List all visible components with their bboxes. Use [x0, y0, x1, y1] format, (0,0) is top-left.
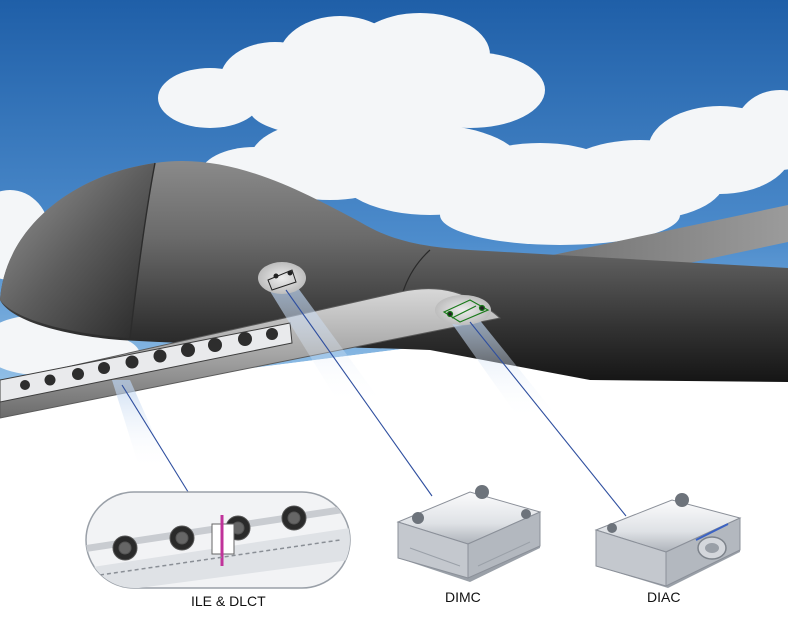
beam-ile	[112, 380, 170, 470]
leader-lines	[121, 289, 627, 517]
wing-ile-components	[20, 328, 278, 390]
diac-location-marker	[435, 295, 491, 325]
beam-diac	[448, 318, 560, 420]
ile-dlct-detail	[85, 491, 351, 589]
fuselage	[0, 161, 788, 382]
dimc-label: DIMC	[445, 589, 481, 605]
dimc-location-marker	[258, 262, 306, 294]
diac-label: DIAC	[647, 589, 681, 605]
diac-module	[594, 493, 742, 588]
beam-dimc	[268, 288, 380, 405]
clouds	[0, 13, 788, 375]
dimc-module	[396, 485, 542, 582]
ile-dlct-label: ILE & DLCT	[191, 593, 266, 609]
fuselage-nose	[0, 163, 155, 338]
